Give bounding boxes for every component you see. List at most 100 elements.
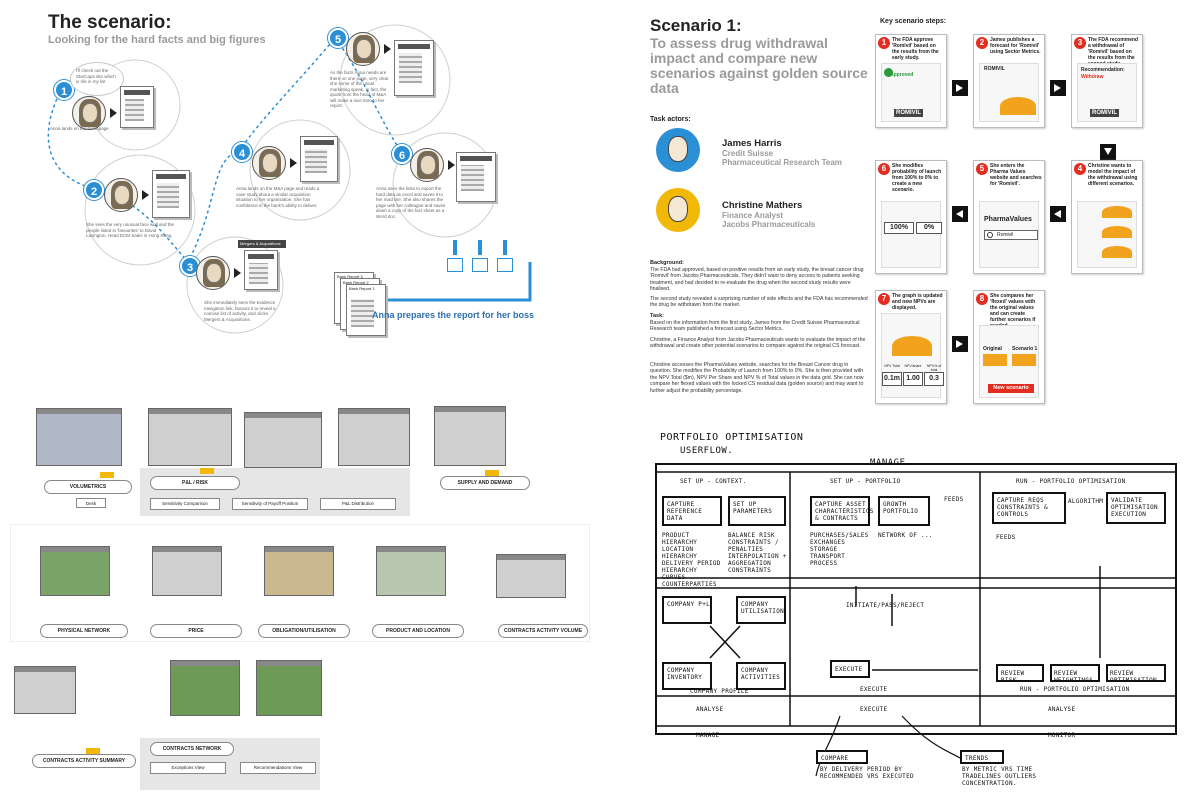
- box-label: TRENDS: [965, 755, 989, 762]
- review-weightings-box[interactable]: REVIEW WEIGHTINGS: [1050, 664, 1100, 684]
- growth-box[interactable]: GROWTH PORTFOLIO: [878, 496, 930, 526]
- balance-note: BALANCE RISK CONSTRAINTS / PENALTIES INT…: [728, 532, 787, 574]
- product-location-tab[interactable]: PRODUCT AND LOCATION: [372, 624, 464, 638]
- npv-share-value: 1.00: [903, 372, 923, 386]
- search-input[interactable]: Romivil: [984, 230, 1038, 240]
- contracts-network-tab[interactable]: CONTRACTS NETWORK: [150, 742, 234, 756]
- userflow-title: PORTFOLIO OPTIMISATION: [660, 432, 804, 443]
- recommendations-view-box[interactable]: Recommendations View: [240, 762, 316, 774]
- pl-risk-tab[interactable]: P&L / RISK: [150, 476, 240, 490]
- obligation-tab[interactable]: OBLIGATION/UTILISATION: [258, 624, 350, 638]
- capture-asset-box[interactable]: CAPTURE ASSET CHARACTERISTICS & CONTRACT…: [810, 496, 873, 526]
- company-inv-box[interactable]: COMPANY INVENTORY: [662, 662, 712, 690]
- desk-box[interactable]: Desk: [76, 498, 106, 508]
- anna-avatar: [410, 148, 444, 182]
- anna-avatar: [104, 178, 138, 212]
- box-label: REVIEW RISK: [1001, 670, 1025, 684]
- scenario-subtitle: To assess drug withdrawal impact and com…: [650, 35, 868, 96]
- userflow-sketch-quadrant: PORTFOLIO OPTIMISATION USERFLOW. MANAGE …: [640, 426, 1200, 804]
- contracts-summary-tab[interactable]: CONTRACTS ACTIVITY SUMMARY: [32, 754, 136, 768]
- task-text: Based on the information from the first …: [650, 320, 860, 333]
- box-label: CAPTURE REQS CONSTRAINTS & CONTROLS: [997, 497, 1048, 518]
- price-tab[interactable]: PRICE: [150, 624, 242, 638]
- new-scenario-button[interactable]: New scenario: [988, 384, 1034, 393]
- scenario-chart-c: [1102, 246, 1132, 258]
- actor-1-role2: Pharmaceutical Research Team: [722, 158, 842, 167]
- box-label: EXECUTE: [835, 666, 863, 673]
- trends-note: BY METRIC VRS TIME TRADELINES OUTLIERS C…: [962, 766, 1037, 787]
- step-card-4: 4 Christine wants to model the impact of…: [1071, 160, 1143, 274]
- evidence-doc: [244, 250, 278, 290]
- page-title: The scenario:: [48, 12, 172, 33]
- company-act-box[interactable]: COMPANY ACTIVITIES: [736, 662, 786, 690]
- screen-1: [36, 408, 122, 466]
- screen-3: [244, 412, 322, 468]
- task-actors-label: Task actors:: [650, 116, 691, 123]
- capture-reqs-box[interactable]: CAPTURE REQS CONSTRAINTS & CONTROLS: [992, 492, 1066, 524]
- card-number: 4: [1074, 163, 1086, 175]
- review-opt-box[interactable]: REVIEW OPTIMISATION: [1106, 664, 1166, 684]
- next-arrow-icon: [952, 336, 968, 352]
- sensitivity-comparison-box[interactable]: Sensitivity Comparison: [150, 498, 220, 510]
- pl-distribution-box[interactable]: P&L Distribution: [320, 498, 396, 510]
- validate-box[interactable]: VALIDATE OPTIMISATION EXECUTION: [1106, 492, 1166, 524]
- box-label: CAPTURE REFERENCE DATA: [667, 501, 703, 522]
- homepage-doc: [120, 86, 154, 128]
- facts-doc: [394, 40, 434, 96]
- export-excel-icon[interactable]: [447, 258, 463, 272]
- arrow-icon: [290, 158, 297, 168]
- task-label: Task:: [650, 313, 664, 319]
- compare-box[interactable]: COMPARE: [816, 750, 868, 764]
- next-arrow-icon: [1050, 80, 1066, 96]
- card-number: 7: [878, 293, 890, 305]
- card-text: She compares her 'flexed' values with th…: [990, 293, 1036, 329]
- download-icon[interactable]: [472, 258, 488, 272]
- step-1-bubble: I'll check out the StarCaps site which i…: [76, 68, 116, 84]
- final-label: Anna prepares the report for her boss: [372, 310, 535, 320]
- npv-pct-value: 0.3: [924, 372, 944, 386]
- step-5-marker: 5: [328, 28, 348, 48]
- company-util-box[interactable]: COMPANY UTILISATION: [736, 596, 786, 624]
- step-card-1: 1 The FDA approve 'Romivil' based on the…: [875, 34, 947, 128]
- romivil-label: ROMIVIL: [1090, 109, 1119, 117]
- userflow-subtitle: USERFLOW.: [680, 446, 734, 456]
- physical-network-tab[interactable]: PHYSICAL NETWORK: [40, 624, 128, 638]
- card-number: 3: [1074, 37, 1086, 49]
- review-risk-box[interactable]: REVIEW RISK: [996, 664, 1044, 684]
- box-label: COMPANY UTILISATION: [741, 601, 785, 615]
- card-illustration: PharmaValues Romivil: [979, 201, 1039, 268]
- probability-to[interactable]: 0%: [916, 222, 942, 234]
- card-text: The graph is updated and new NPVs are di…: [892, 293, 943, 311]
- recommendation-label: Recommendation:: [1081, 67, 1125, 73]
- compare-note: BY DELIVERY PERIOD BY RECOMMENDED VRS EX…: [820, 766, 914, 780]
- screen-7: [152, 546, 222, 596]
- exceptions-view-box[interactable]: Exceptions View: [150, 762, 226, 774]
- scenario-quadrant: The scenario: Looking for the hard facts…: [0, 0, 600, 370]
- capture-ref-box[interactable]: CAPTURE REFERENCE DATA: [662, 496, 722, 526]
- sensitivity-payoff-box[interactable]: Sensitivity of Payoff Position: [232, 498, 308, 510]
- card-text: The FDA approve 'Romivil' based on the r…: [892, 37, 939, 61]
- compare-scenario: Scenario 1: [1012, 346, 1038, 352]
- compare-original: Original: [983, 346, 1002, 352]
- trends-box[interactable]: TRENDS: [960, 750, 1004, 764]
- share-icon[interactable]: [497, 258, 513, 272]
- execute-box[interactable]: EXECUTE: [830, 660, 870, 678]
- box-label: REVIEW OPTIMISATION: [1110, 670, 1157, 684]
- company-pl-box[interactable]: COMPANY P+L: [662, 596, 712, 624]
- setup-params-box[interactable]: SET UP PARAMETERS: [728, 496, 786, 526]
- anna-avatar: [346, 32, 380, 66]
- actor-2-name: Christine Mathers: [722, 200, 803, 211]
- romivil-label: ROMIVIL: [984, 66, 1005, 72]
- manage-label-2: MANAGE: [696, 732, 720, 739]
- volumetrics-tab[interactable]: VOLUMETRICS: [44, 480, 132, 494]
- monitor-label: MONITOR: [1048, 732, 1076, 739]
- card-number: 8: [976, 293, 988, 305]
- probability-from[interactable]: 100%: [884, 222, 914, 234]
- box-label: VALIDATE OPTIMISATION EXECUTION: [1111, 497, 1158, 518]
- journey-path: [47, 24, 532, 334]
- contracts-volume-tab[interactable]: CONTRACTS ACTIVITY VOLUME: [498, 624, 588, 638]
- step-2-text: She sees the very unusual face wall and …: [86, 222, 175, 238]
- card-number: 1: [878, 37, 890, 49]
- box-label: COMPANY ACTIVITIES: [741, 667, 781, 681]
- supply-demand-tab[interactable]: SUPPLY AND DEMAND: [440, 476, 530, 490]
